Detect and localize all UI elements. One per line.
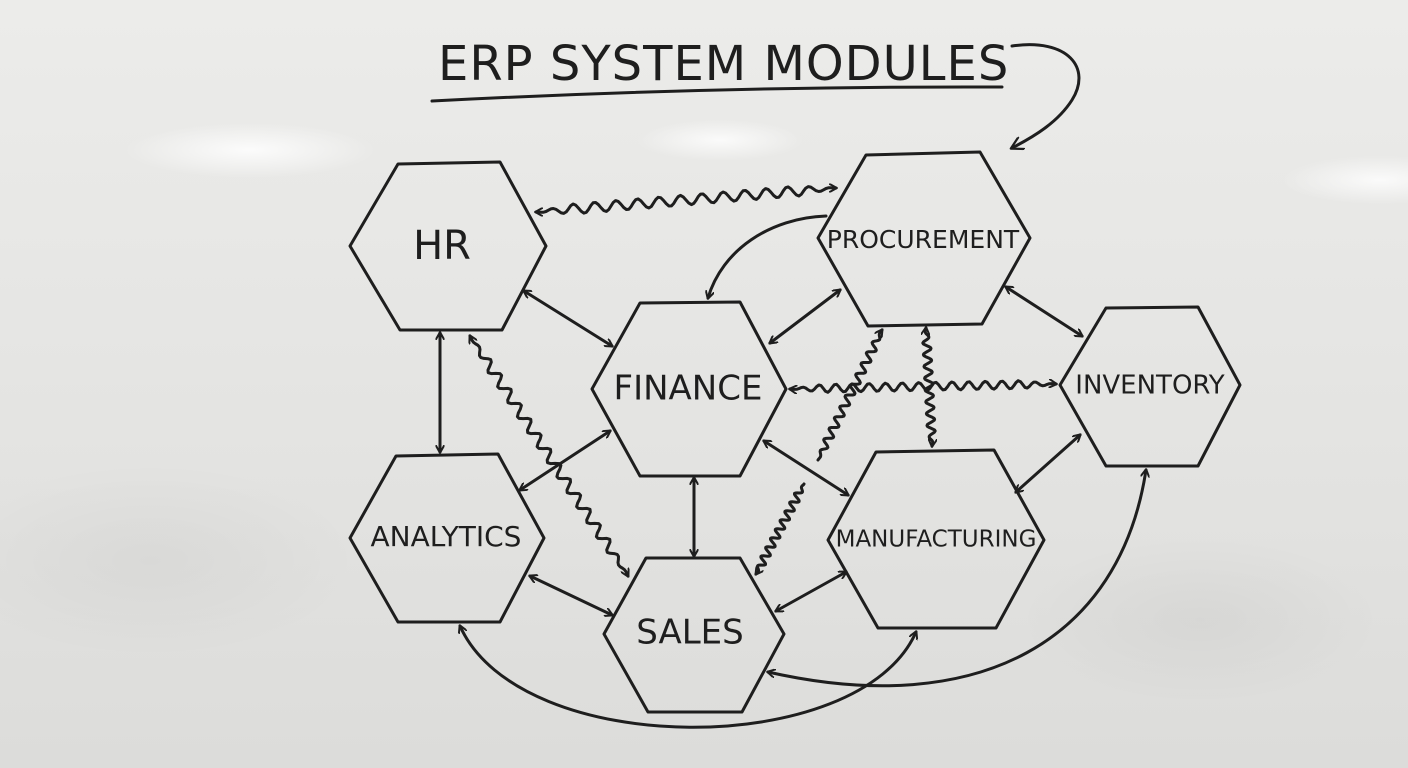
module-label-hr: HR: [413, 223, 471, 269]
connector-procurement-finance-curve: [708, 214, 828, 298]
connector-procurement-finance-wave: [816, 330, 882, 462]
module-inventory[interactable]: INVENTORY: [1058, 305, 1242, 468]
module-label-inventory: INVENTORY: [1075, 371, 1225, 401]
connector-procurement-inventory: [1006, 285, 1082, 338]
diagram-title: ERP SYSTEM MODULES: [438, 36, 1009, 92]
connector-hr-finance: [524, 289, 612, 348]
hexagon-shape: [826, 448, 1046, 630]
connector-group: [440, 187, 1146, 729]
hexagon-shape: [1058, 305, 1242, 468]
title-pointer-arrow: [1012, 43, 1081, 148]
connector-analytics-sales: [530, 576, 612, 615]
hexagon-shape: [348, 160, 548, 332]
hexagon-shape: [816, 150, 1032, 328]
hexagon-shape: [590, 300, 788, 478]
module-manufacturing[interactable]: MANUFACTURING: [826, 448, 1046, 630]
connector-finance-manufacturing: [764, 439, 848, 497]
hexagon-shape: [348, 452, 546, 624]
module-procurement[interactable]: PROCUREMENT: [816, 150, 1032, 328]
connector-manufacturing-sales-wave: [756, 482, 806, 574]
connector-inventory-manufacturing: [1016, 435, 1080, 492]
module-finance[interactable]: FINANCE: [590, 300, 788, 478]
connector-hr-procurement: [536, 187, 836, 214]
module-label-procurement: PROCUREMENT: [827, 225, 1020, 254]
hexagon-shape: [602, 556, 786, 714]
connector-finance-analytics: [520, 429, 610, 492]
module-hr[interactable]: HR: [348, 160, 548, 332]
module-label-sales: SALES: [636, 613, 743, 653]
connector-sales-manufacturing: [776, 570, 846, 613]
connector-inventory-sales: [768, 470, 1146, 688]
module-analytics[interactable]: ANALYTICS: [348, 452, 546, 624]
module-label-finance: FINANCE: [614, 369, 763, 409]
module-label-analytics: ANALYTICS: [371, 520, 522, 553]
connector-analytics-manufacturing: [460, 626, 916, 729]
connector-finance-inventory: [790, 381, 1056, 393]
module-sales[interactable]: SALES: [602, 556, 786, 714]
module-label-manufacturing: MANUFACTURING: [836, 527, 1037, 553]
connector-procurement-finance: [770, 290, 840, 343]
title-underline: [430, 85, 1004, 103]
